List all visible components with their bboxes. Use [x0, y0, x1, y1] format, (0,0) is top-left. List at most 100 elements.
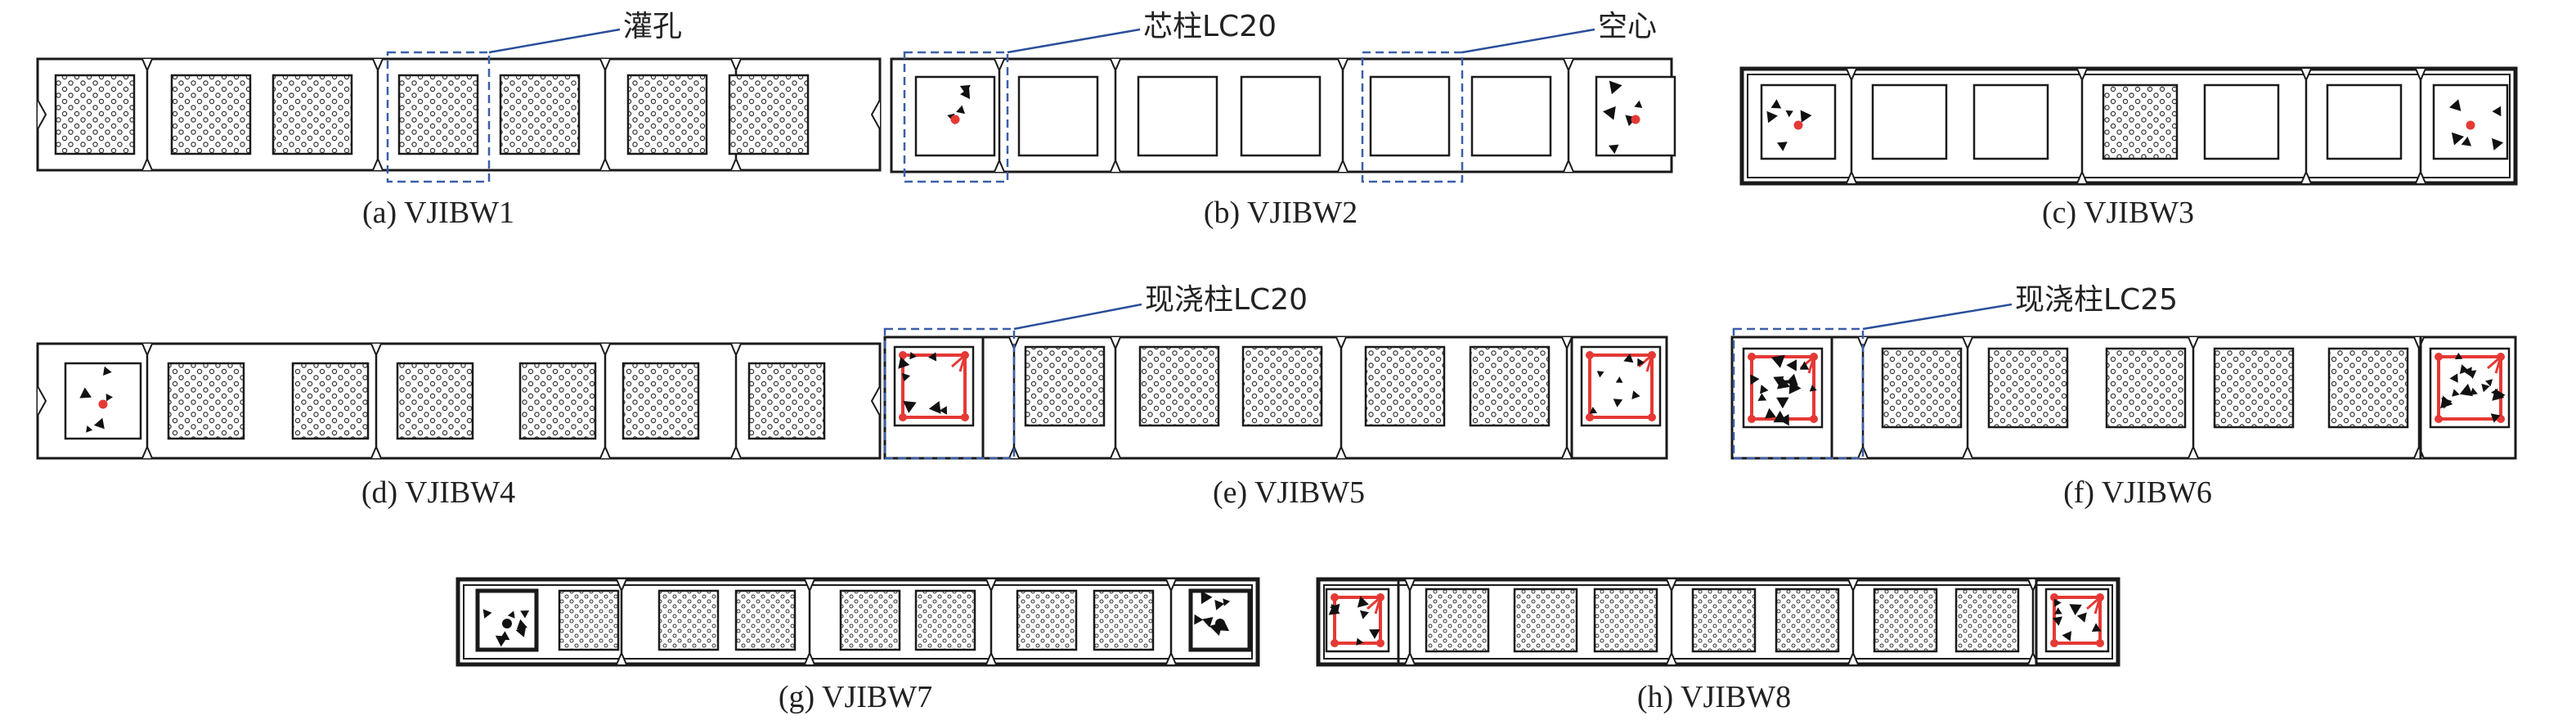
- joint-notch: [141, 444, 153, 459]
- grouted-cell: [167, 362, 245, 440]
- joint-notch: [2076, 68, 2088, 83]
- aggregate-mark: [516, 619, 527, 630]
- end-notch: [37, 385, 47, 417]
- grouted-cell: [1691, 588, 1757, 653]
- aggregate-mark: [1202, 617, 1214, 628]
- rebar-dot: [2435, 353, 2443, 361]
- end-notch: [37, 99, 47, 130]
- joint-notch: [372, 156, 384, 171]
- joint-notch: [599, 343, 611, 358]
- aggregate-mark: [515, 626, 527, 637]
- callout-grouted: 灌孔: [386, 10, 682, 183]
- joint-notch: [372, 58, 384, 73]
- aggregate-mark: [901, 373, 911, 382]
- aggregate-mark: [1765, 408, 1776, 419]
- callout-grouted-label: 灌孔: [623, 10, 682, 43]
- aggregate-mark: [956, 105, 965, 115]
- aggregate-mark: [105, 394, 113, 402]
- rebar-dot: [1631, 115, 1640, 124]
- callout-cast-column-lc20: 现浇柱LC20: [883, 283, 1308, 460]
- aggregate-mark: [2470, 387, 2478, 395]
- aggregate-mark: [898, 357, 910, 369]
- joint-notch: [804, 579, 815, 593]
- end-notch: [870, 385, 881, 417]
- rebar-dot: [98, 399, 108, 409]
- aggregate-mark: [1369, 629, 1380, 639]
- joint-notch: [1561, 336, 1573, 351]
- aggregate-mark: [2492, 106, 2502, 117]
- aggregate-mark: [1776, 376, 1790, 390]
- joint-notch: [141, 156, 153, 171]
- grouted-cell: [1513, 588, 1578, 653]
- joint-notch: [1962, 444, 1973, 459]
- joint-notch: [994, 58, 1005, 73]
- rebar-dot: [1331, 639, 1339, 647]
- stirrup: [2053, 596, 2102, 645]
- aggregate-mark: [1777, 142, 1788, 151]
- grouted-cell: [1593, 588, 1658, 653]
- joint-notch: [730, 444, 742, 459]
- aggregate-mark: [1609, 80, 1622, 95]
- caption-a: (a) VJIBW1: [362, 196, 514, 230]
- hollow-cell: [1137, 75, 1218, 157]
- aggregate-mark: [1589, 407, 1598, 414]
- aggregate-mark: [2461, 136, 2472, 146]
- joint-notch: [370, 444, 382, 459]
- aggregate-mark: [2492, 137, 2504, 151]
- joint-notch: [141, 343, 153, 358]
- callout-cast-column-lc25: 现浇柱LC25: [1732, 283, 2178, 460]
- wall-inner-outline: [463, 584, 1253, 660]
- caption-e: (e) VJIBW5: [1213, 475, 1365, 510]
- stirrup-hook: [2086, 596, 2101, 610]
- panel-f-vjibw6: [1730, 335, 2517, 460]
- grouted-cell: [2105, 347, 2187, 429]
- panel-h-vjibw8: [1316, 577, 2120, 667]
- caption-d: (d) VJIBW4: [361, 475, 515, 510]
- aggregate-mark: [2052, 616, 2062, 626]
- joint-notch: [730, 156, 742, 171]
- aggregate-mark: [2069, 604, 2082, 615]
- rebar-dot: [1793, 120, 1803, 130]
- aggregate-mark: [1785, 373, 1798, 386]
- grouted-cell: [622, 362, 700, 440]
- panel-d-vjibw4: [36, 342, 882, 460]
- joint-notch: [1110, 158, 1121, 173]
- aggregate-mark: [2441, 398, 2453, 409]
- aggregate-mark: [520, 610, 530, 619]
- aggregate-mark: [2459, 364, 2470, 374]
- aggregate-mark: [86, 426, 93, 433]
- joint-notch: [370, 343, 382, 358]
- aggregate-mark: [1357, 596, 1369, 608]
- rebar-dot: [2096, 639, 2104, 647]
- stirrup-hook: [1367, 596, 1381, 610]
- joint-notch: [1846, 68, 1857, 83]
- grouted-cell: [170, 74, 252, 155]
- aggregate-mark: [2481, 383, 2490, 393]
- panel-g-vjibw7: [456, 577, 1260, 667]
- aggregate-mark: [1330, 603, 1340, 615]
- rebar-dot: [1648, 413, 1656, 421]
- rebar-dot: [1215, 619, 1225, 628]
- aggregate-mark: [2062, 631, 2072, 642]
- callout-core-column: 芯柱LC20: [903, 10, 1277, 183]
- grouted-cell: [914, 589, 976, 651]
- aggregate-mark: [1603, 106, 1616, 120]
- aggregate-mark: [1596, 371, 1604, 378]
- joint-notch: [616, 651, 627, 665]
- joint-notch: [730, 58, 742, 73]
- rebar-dot: [950, 115, 960, 124]
- aggregate-mark: [2485, 379, 2493, 387]
- rebar-dot: [899, 413, 907, 421]
- aggregate-mark: [1613, 399, 1623, 408]
- aggregate-mark: [499, 631, 510, 641]
- grouted-cell: [728, 74, 810, 155]
- joint-notch: [1847, 651, 1859, 665]
- grouted-cell: [2327, 347, 2409, 429]
- joint-notch: [994, 158, 1005, 173]
- aggregate-mark: [928, 401, 941, 414]
- aggregate-mark: [939, 406, 947, 415]
- grouted-cell: [1093, 589, 1155, 651]
- grouted-cell: [1954, 588, 2020, 653]
- aggregate-mark: [2449, 373, 2458, 383]
- grouted-cell: [1016, 589, 1078, 651]
